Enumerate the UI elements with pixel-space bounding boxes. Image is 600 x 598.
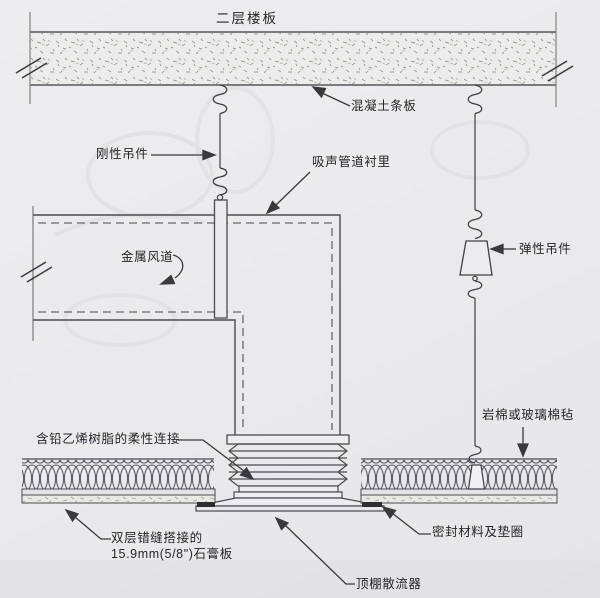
gypsum-left xyxy=(21,488,216,504)
seal-left xyxy=(197,502,215,507)
arrow-duct-lining xyxy=(265,171,311,215)
gypsum-board-label-line2: 15.9mm(5/8")石膏板 xyxy=(111,547,233,561)
duct-lining-dashed xyxy=(38,222,333,430)
metal-duct-outline xyxy=(32,206,341,435)
arrow-rigid-hanger xyxy=(151,149,217,161)
duct-flange xyxy=(226,434,350,445)
gypsum-right xyxy=(360,488,558,504)
resilient-mount xyxy=(459,240,493,276)
diffuser-plate xyxy=(195,505,385,512)
diffuser-neck-step2 xyxy=(233,491,343,499)
arrow-diffuser xyxy=(274,516,355,585)
scan-shadow xyxy=(0,560,600,598)
gypsum-board-label-line1: 双层错缝搭接的 xyxy=(111,531,203,545)
arrow-gypsum-board xyxy=(64,508,111,540)
floor-slab-label: 二层楼板 xyxy=(216,11,278,26)
arrow-sealant xyxy=(381,505,431,535)
scan-ghost-artifacts xyxy=(54,86,530,347)
flexible-bellows xyxy=(228,443,348,487)
concrete-stipple xyxy=(31,33,555,84)
mineral-wool-label: 岩棉或玻璃棉毡 xyxy=(482,408,574,422)
break-mark-left xyxy=(15,57,48,79)
arrow-metal-duct xyxy=(159,254,184,285)
anchor-clip xyxy=(467,464,486,490)
break-mark-right xyxy=(541,60,574,82)
insulation-right xyxy=(361,458,557,489)
arrow-concrete-plank xyxy=(311,86,351,107)
resilient-hanger-label: 弹性吊件 xyxy=(519,242,572,256)
break-mark-duct xyxy=(20,261,53,283)
concrete-plank-label: 混凝土条板 xyxy=(351,99,417,113)
sealant-label: 密封材料及垫圈 xyxy=(432,525,524,539)
arrow-mineral-wool xyxy=(517,427,529,458)
diffuser-label: 顶棚散流器 xyxy=(356,577,422,591)
duct-lining-label: 吸声管道衬里 xyxy=(312,155,391,169)
insulation-left xyxy=(22,458,214,489)
diffuser-cone xyxy=(196,497,384,507)
arrow-flexible-connection xyxy=(178,439,255,481)
diffuser-neck-step1 xyxy=(238,485,339,493)
floor-slab xyxy=(15,12,574,107)
flexible-connection-label: 含铅乙烯树脂的柔性连接 xyxy=(36,432,181,446)
metal-duct-label: 金属风道 xyxy=(121,250,174,264)
hanger-strap xyxy=(213,199,228,319)
arrow-resilient-hanger xyxy=(489,243,516,255)
rigid-hanger-wire xyxy=(212,84,228,201)
rigid-hanger-label: 刚性吊件 xyxy=(96,147,149,161)
resilient-hanger-wire xyxy=(459,84,493,490)
leader-arrows xyxy=(64,86,529,585)
seal-right xyxy=(362,502,382,507)
